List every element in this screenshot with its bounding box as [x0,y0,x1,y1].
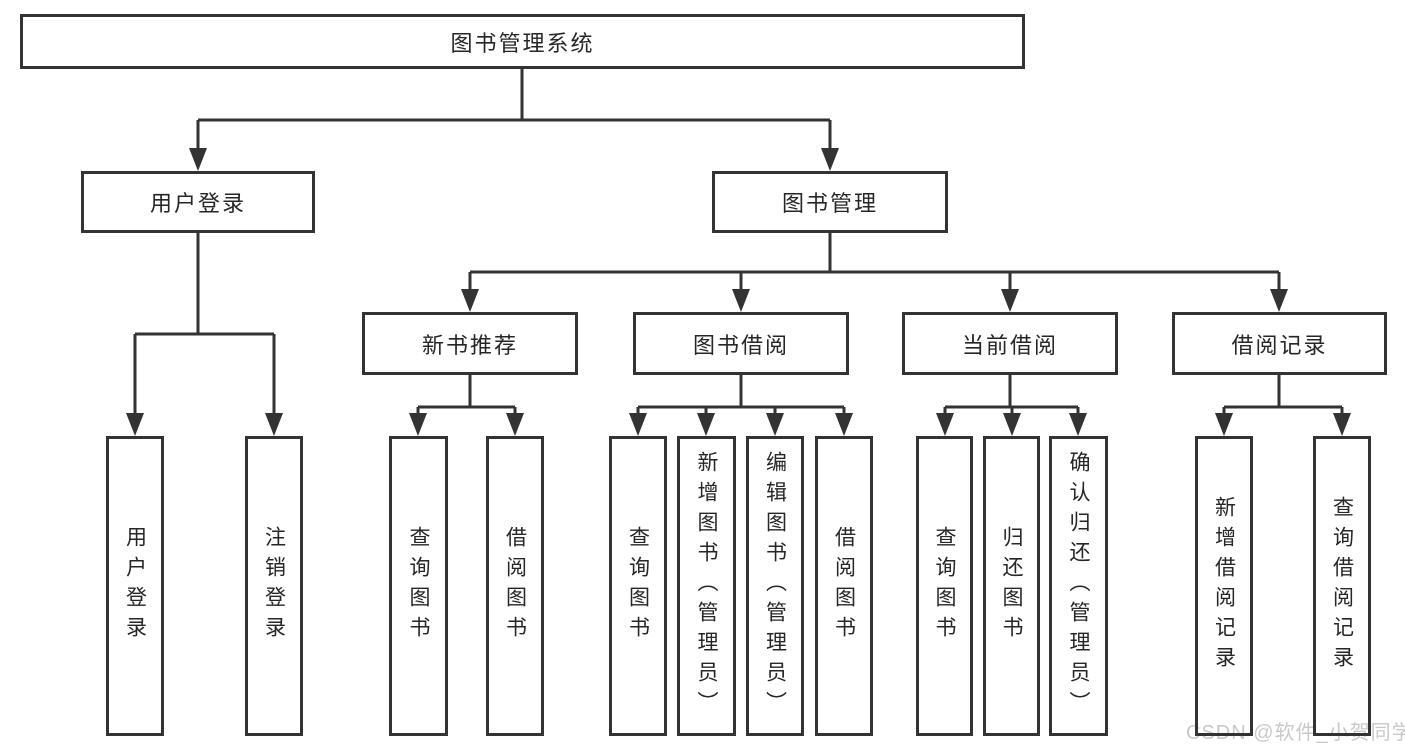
arrowhead [1069,413,1087,436]
leaf-bb-borrow-books: 借阅图书 [815,436,873,736]
arrowhead [1333,413,1351,436]
arrowhead [1003,413,1021,436]
node-borrow-records-label: 借阅记录 [1231,332,1328,358]
leaf-nb-query-books-label: 查询图书 [407,526,430,646]
node-new-book-recommend-label: 新书推荐 [421,332,518,358]
arrowhead [697,413,715,436]
connector-current-borrow [943,375,1080,413]
arrowhead [189,148,207,171]
connector-root [196,69,832,148]
leaf-nb-borrow-books: 借阅图书 [486,436,544,736]
node-book-borrow-label: 图书借阅 [692,332,789,358]
arrowhead [126,413,144,436]
leaf-nb-borrow-books-label: 借阅图书 [503,526,527,646]
node-borrow-records: 借阅记录 [1172,312,1387,375]
connector-new-books [416,375,517,413]
leaf-br-query-record-label: 查询借阅记录 [1330,496,1354,676]
leaf-logout-label: 注销登录 [262,526,286,646]
leaf-br-query-record: 查询借阅记录 [1313,436,1371,736]
connector-borrow-records [1222,375,1344,413]
arrowhead [265,413,283,436]
leaf-logout: 注销登录 [245,436,303,736]
node-current-borrow: 当前借阅 [902,312,1118,375]
node-current-borrow-label: 当前借阅 [961,332,1058,358]
node-book-management: 图书管理 [712,171,948,233]
leaf-cb-query-books-label: 查询图书 [933,526,956,646]
arrowhead [766,413,784,436]
leaf-br-add-record-label: 新增借阅记录 [1212,496,1236,676]
arrowhead [732,289,750,312]
watermark: CSDN @软件_小贺同学 [1186,722,1405,744]
leaf-bb-add-books-admin: 新增图书（管理员） [677,436,736,736]
arrowhead [506,413,524,436]
leaf-bb-query-books: 查询图书 [609,436,667,736]
leaf-bb-edit-books-admin: 编辑图书（管理员） [746,436,804,736]
connector-book-borrow [636,375,846,413]
leaf-cb-return-books-label: 归还图书 [1000,526,1023,646]
leaf-cb-return-books: 归还图书 [983,436,1040,736]
arrowhead [461,289,479,312]
leaf-user-login-label: 用户登录 [123,526,147,646]
leaf-bb-edit-books-admin-label: 编辑图书（管理员） [763,451,787,721]
leaf-bb-add-books-admin-label: 新增图书（管理员） [695,451,718,721]
leaf-bb-query-books-label: 查询图书 [626,526,650,646]
node-user-login: 用户登录 [81,171,315,233]
leaf-user-login: 用户登录 [106,436,164,736]
node-book-borrow: 图书借阅 [633,312,849,375]
leaf-br-add-record: 新增借阅记录 [1195,436,1253,736]
node-root: 图书管理系统 [20,14,1025,69]
arrowhead [1270,289,1288,312]
leaf-cb-query-books: 查询图书 [916,436,973,736]
arrowhead [1001,289,1019,312]
node-user-login-label: 用户登录 [149,191,246,216]
connector-user-login [133,233,276,413]
arrowhead [409,413,427,436]
leaf-cb-confirm-return-admin: 确认归还（管理员） [1049,436,1108,736]
node-root-label: 图书管理系统 [450,30,595,56]
leaf-bb-borrow-books-label: 借阅图书 [832,526,856,646]
node-book-management-label: 图书管理 [781,191,878,216]
node-new-book-recommend: 新书推荐 [362,312,578,375]
arrowhead [1215,413,1233,436]
leaf-nb-query-books: 查询图书 [389,436,448,736]
arrowhead [821,148,839,171]
arrowhead [629,413,647,436]
leaf-cb-confirm-return-admin-label: 确认归还（管理员） [1067,451,1090,721]
connector-book-management [468,233,1281,289]
arrowhead [936,413,954,436]
arrowhead [835,413,853,436]
